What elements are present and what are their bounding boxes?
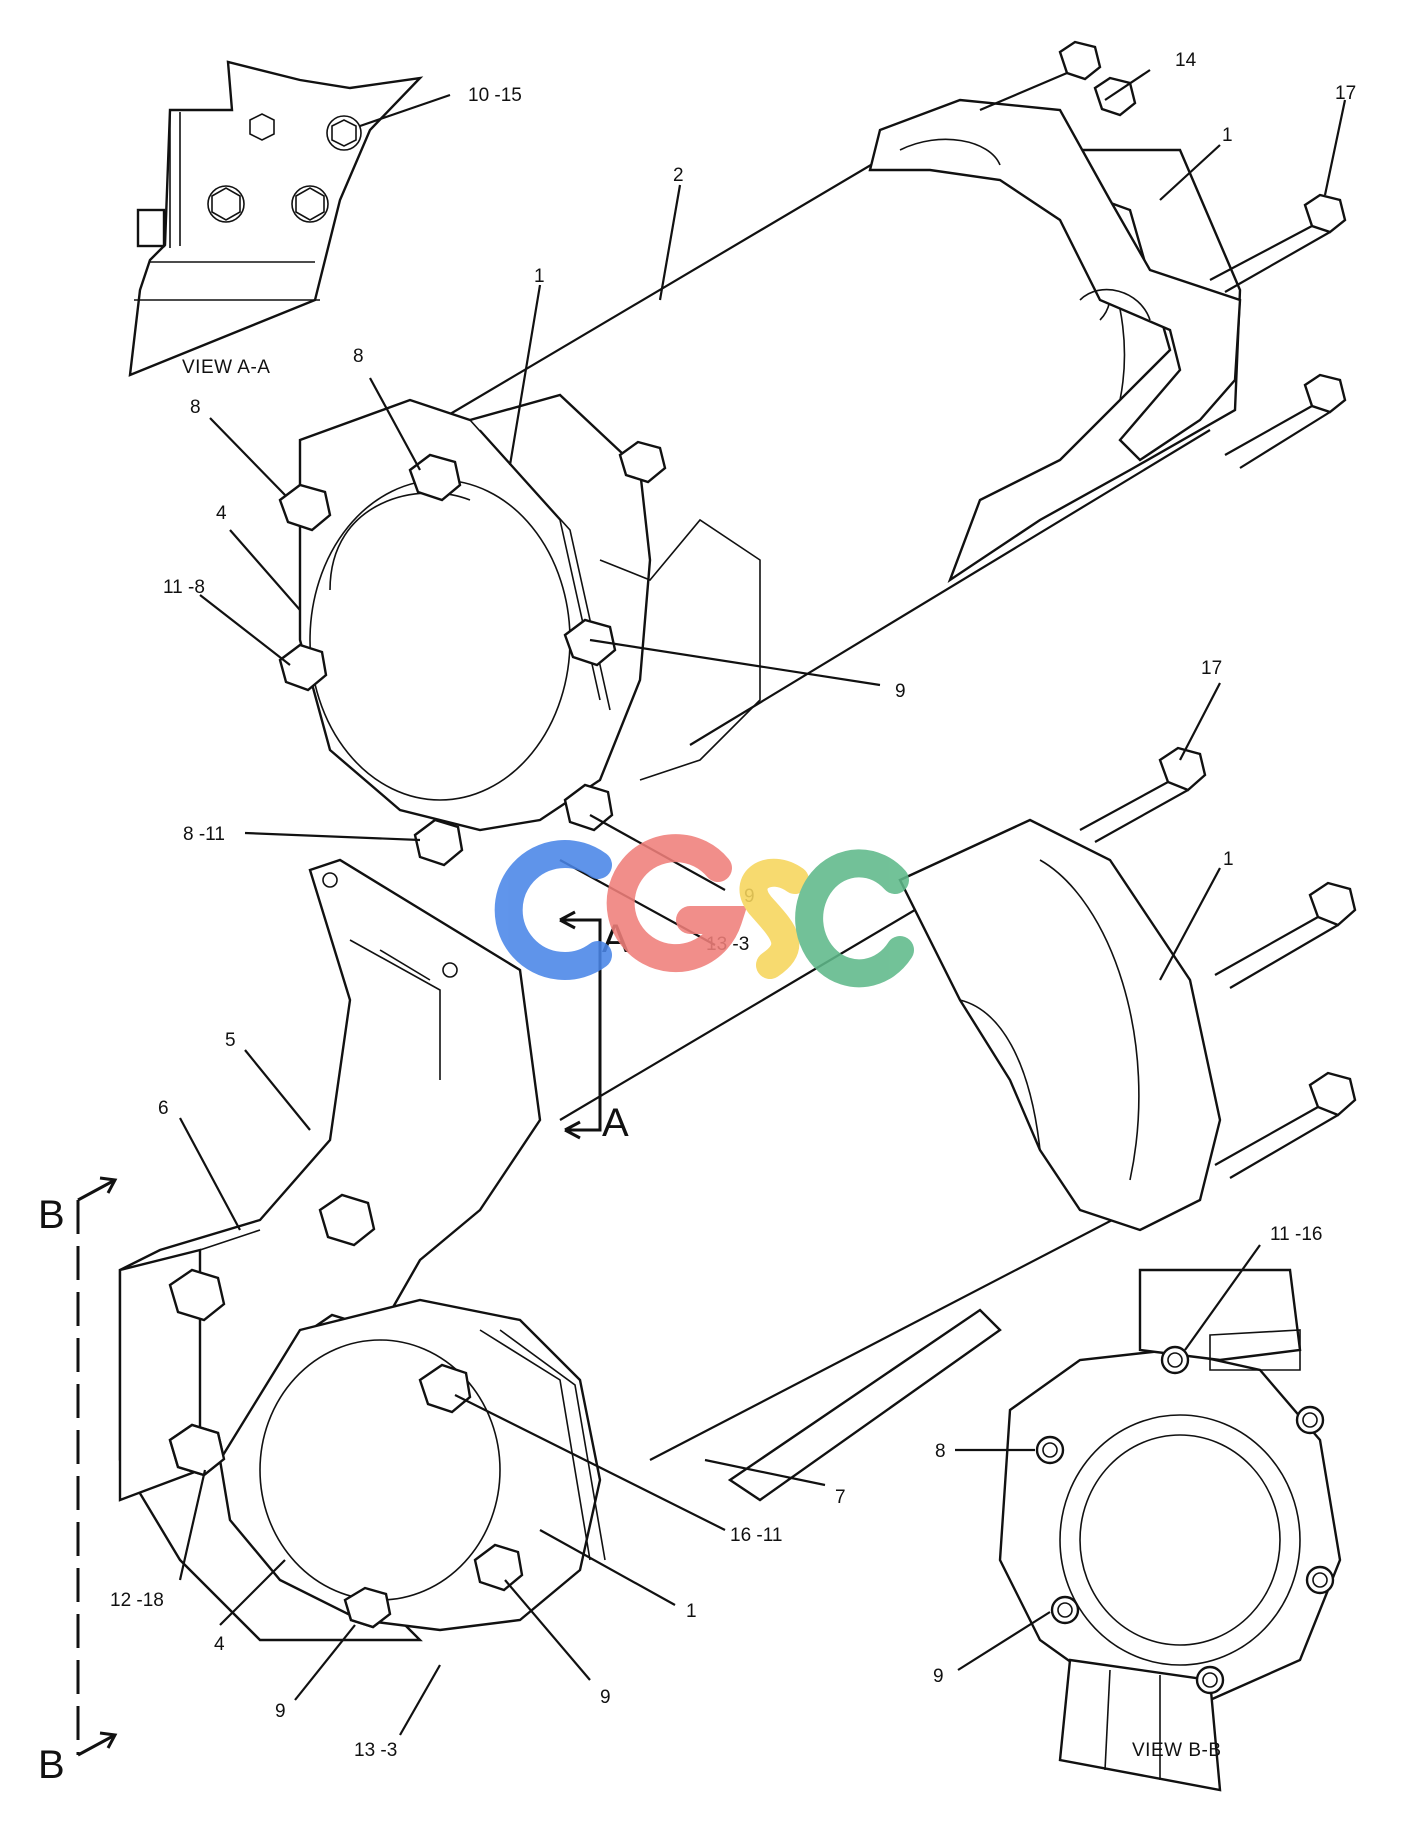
callout-labels: 10 -15 14 17 1 2 1 8 8 4 11 -8 9 8 -11 9… (110, 50, 1356, 1761)
callout-17-top: 17 (1335, 83, 1356, 104)
bolt-17-top (1209, 193, 1347, 293)
callout-9-bl: 9 (275, 1701, 286, 1722)
view-b-bolts (1035, 1345, 1335, 1695)
callout-8-11: 8 -11 (183, 824, 225, 845)
cgsc-watermark-logo: C G S C (494, 834, 914, 988)
section-b-top-label: B (38, 1193, 65, 1237)
callout-1-right: 1 (1223, 849, 1234, 870)
leader-lines (178, 69, 1347, 1736)
callout-17-mid: 17 (1201, 658, 1222, 679)
callout-8-viewb: 8 (935, 1441, 946, 1462)
callout-5: 5 (225, 1030, 236, 1051)
bolt-17-mid (1079, 746, 1207, 843)
lower-cylinder-assembly (118, 746, 1357, 1642)
view-b-b-inset (998, 1268, 1342, 1792)
callout-12-18: 12 -18 (110, 1590, 164, 1611)
section-a-bottom-label: A (602, 1101, 629, 1145)
callout-16-11: 16 -11 (730, 1525, 782, 1546)
view-b-b-caption: VIEW B-B (1132, 1740, 1222, 1761)
callout-10-15: 10 -15 (468, 85, 522, 106)
callout-13-3-bottom: 13 -3 (354, 1740, 397, 1761)
section-a-marker: A A (559, 910, 629, 1145)
callout-1-bottom: 1 (686, 1601, 697, 1622)
callout-9-bm: 9 (600, 1687, 611, 1708)
bolt-17-upper-2 (1224, 373, 1347, 469)
callout-14: 14 (1175, 50, 1197, 71)
bolt-right-2 (1214, 881, 1357, 989)
view-a-a-inset (128, 60, 451, 377)
bolt-right-3 (1214, 1071, 1357, 1179)
section-b-marker: B B (38, 1176, 118, 1787)
callout-11-8: 11 -8 (163, 577, 205, 598)
callout-4-top: 4 (216, 503, 227, 524)
section-b-bottom-label: B (38, 1743, 65, 1787)
upper-cylinder-assembly (278, 40, 1347, 867)
callout-2: 2 (673, 165, 684, 186)
callout-4-bottom: 4 (214, 1634, 225, 1655)
view-a-a-caption: VIEW A-A (182, 357, 270, 378)
callout-11-16: 11 -16 (1270, 1224, 1322, 1245)
callout-8-a: 8 (353, 346, 364, 367)
callout-6: 6 (158, 1098, 169, 1119)
callout-7: 7 (835, 1487, 846, 1508)
callout-1-top: 1 (1222, 125, 1233, 146)
callout-9-mid: 9 (895, 681, 906, 702)
callout-9-viewb: 9 (933, 1666, 944, 1687)
callout-8-b: 8 (190, 397, 201, 418)
callout-1-mid: 1 (534, 266, 545, 287)
